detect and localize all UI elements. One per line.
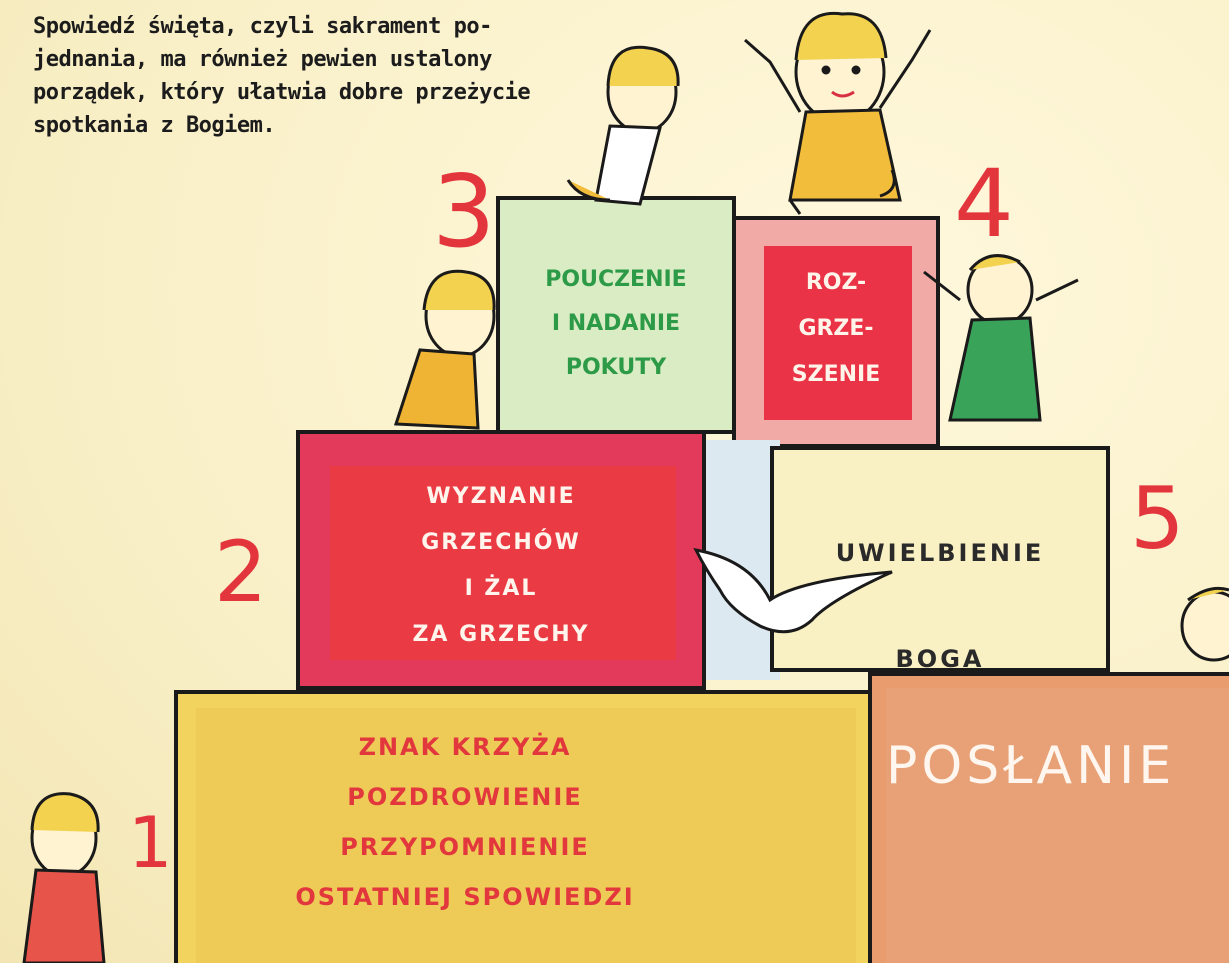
intro-text: Spowiedź święta, czyli sakrament po- jed… [33,10,531,142]
step-1-line: ZNAK KRZYŻA [358,733,572,761]
step-4-line: ROZ- [805,270,867,295]
step-2-block: WYZNANIE GRZECHÓW I ŻAL ZA GRZECHY [296,430,706,690]
dove-illustration [693,547,893,634]
intro-line: jednania, ma również pewien ustalony [33,47,492,72]
step-3-block: POUCZENIE I NADANIE POKUTY [496,196,736,434]
child-green-illustration [923,254,1079,422]
step-2-line: WYZNANIE [426,484,576,509]
step-2-label: WYZNANIE GRZECHÓW I ŻAL ZA GRZECHY [300,474,702,658]
step-2-line: I ŻAL [464,576,538,601]
step-6-block: POSŁANIE [868,672,1229,963]
step-1-line: OSTATNIEJ SPOWIEDZI [295,883,635,911]
step-3-line: POUCZENIE [545,267,687,292]
step-5-block: UWIELBIENIE BOGA [770,446,1110,673]
step-4-line: GRZE- [798,316,874,341]
step-5-line: BOGA [895,645,985,673]
step-2-line: GRZECHÓW [421,530,581,555]
step-1-line: POZDROWIENIE [347,783,583,811]
step-1-label: ZNAK KRZYŻA POZDROWIENIE PRZYPOMNIENIE O… [58,722,872,922]
step-5-number: 5 [1130,469,1185,569]
step-3-line: POKUTY [565,355,667,380]
step-5-line: UWIELBIENIE [835,539,1045,567]
child-peeking-illustration [1180,586,1229,662]
step-4-line: SZENIE [791,362,881,387]
step-6-line: POSŁANIE [886,736,1176,796]
intro-line: Spowiedź święta, czyli sakrament po- [33,14,492,39]
child-arms-raised-illustration [744,11,932,215]
step-3-label: POUCZENIE I NADANIE POKUTY [500,258,732,390]
step-1-block: ZNAK KRZYŻA POZDROWIENIE PRZYPOMNIENIE O… [174,690,876,963]
child-orange-illustration [393,269,496,430]
intro-line: porządek, który ułatwia dobre przeżycie [33,80,531,105]
intro-line: spotkania z Bogiem. [33,113,276,138]
child-praying-illustration [566,45,680,206]
step-3-line: I NADANIE [551,311,681,336]
step-4-number: 4 [954,150,1014,259]
step-4-block: ROZ- GRZE- SZENIE [732,216,940,448]
step-2-line: ZA GRZECHY [412,622,590,647]
step-5-label: UWIELBIENIE BOGA [774,500,1106,712]
step-2-number: 2 [214,523,268,621]
step-4-label: ROZ- GRZE- SZENIE [736,260,936,398]
step-3-number: 3 [432,153,496,270]
step-1-line: PRZYPOMNIENIE [340,833,590,861]
child-red-illustration [22,792,106,963]
step-6-label: POSŁANIE [886,736,1229,796]
step-1-number: 1 [128,802,173,884]
